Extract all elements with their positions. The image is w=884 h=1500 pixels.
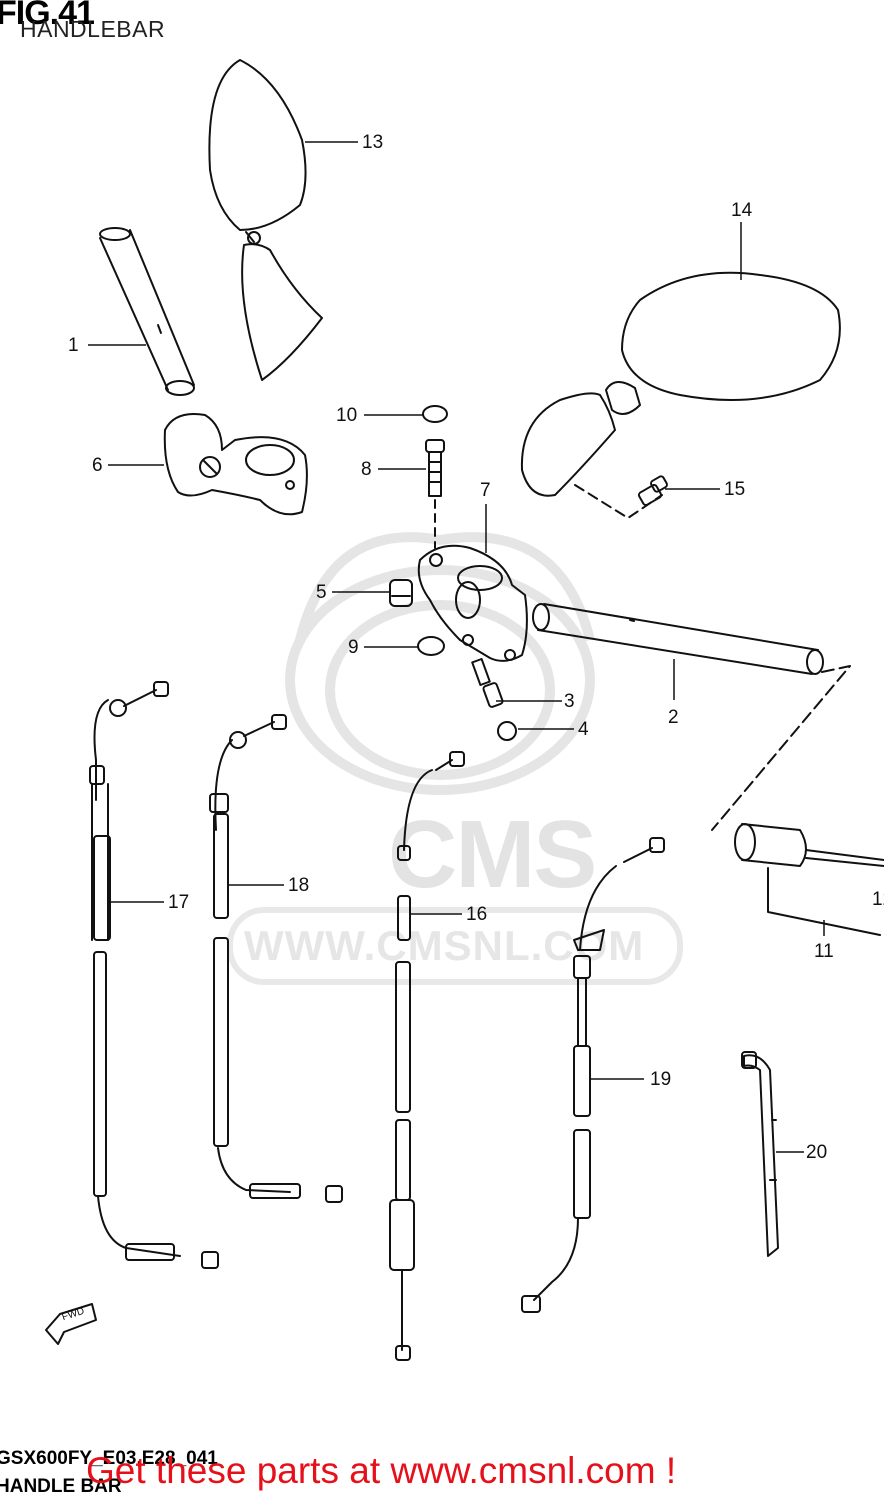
leader-lines <box>88 141 825 1153</box>
page-label: HANDLE BAR <box>0 1476 122 1497</box>
holder-left <box>163 413 308 516</box>
cap <box>422 405 448 423</box>
holder-right <box>417 544 528 662</box>
figure-subtitle: HANDLEBAR <box>20 16 166 42</box>
cable-17 <box>89 681 219 1269</box>
callout-18: 18 <box>288 875 310 896</box>
screw-15 <box>637 475 668 506</box>
bolt-8 <box>425 439 445 497</box>
figure-code: GSX600FY_E03,E28_041 <box>0 1448 218 1469</box>
promo-link[interactable]: Get these parts at www.cmsnl.com ! <box>86 1450 677 1491</box>
tool-20 <box>741 1051 779 1257</box>
bar-end <box>734 823 884 936</box>
callout-9: 9 <box>348 637 359 658</box>
callout-19: 19 <box>650 1069 672 1090</box>
nut-5 <box>389 579 413 607</box>
mirror-left <box>208 59 323 381</box>
grip-tube <box>99 227 195 396</box>
callout-3: 3 <box>564 691 575 712</box>
watermark-logo: CMS <box>388 801 597 908</box>
callout-14: 14 <box>731 200 753 221</box>
callout-16: 16 <box>466 904 488 925</box>
bolt-3 <box>471 658 504 708</box>
callout-20: 20 <box>806 1142 828 1163</box>
handlebar-pipe <box>532 603 851 831</box>
callout-8: 8 <box>361 459 372 480</box>
fwd-arrow <box>45 1303 97 1345</box>
callout-7: 7 <box>480 480 491 501</box>
figure-title: FIG.41 <box>0 0 95 32</box>
callout-13: 13 <box>362 132 384 153</box>
callout-12: 12 <box>872 889 884 910</box>
cable-16 <box>389 751 465 1361</box>
callout-15: 15 <box>724 479 746 500</box>
callout-17: 17 <box>168 892 190 913</box>
callout-11: 11 <box>814 941 834 962</box>
callout-2: 2 <box>668 707 679 728</box>
cable-19 <box>521 837 665 1313</box>
callout-6: 6 <box>92 455 103 476</box>
callout-10: 10 <box>336 405 358 426</box>
mirror-right <box>520 271 841 519</box>
callout-4: 4 <box>578 719 589 740</box>
cable-18 <box>209 714 343 1203</box>
washer-9 <box>417 636 445 656</box>
callout-1: 1 <box>68 335 79 356</box>
plug-4 <box>497 721 517 741</box>
callout-5: 5 <box>316 582 327 603</box>
